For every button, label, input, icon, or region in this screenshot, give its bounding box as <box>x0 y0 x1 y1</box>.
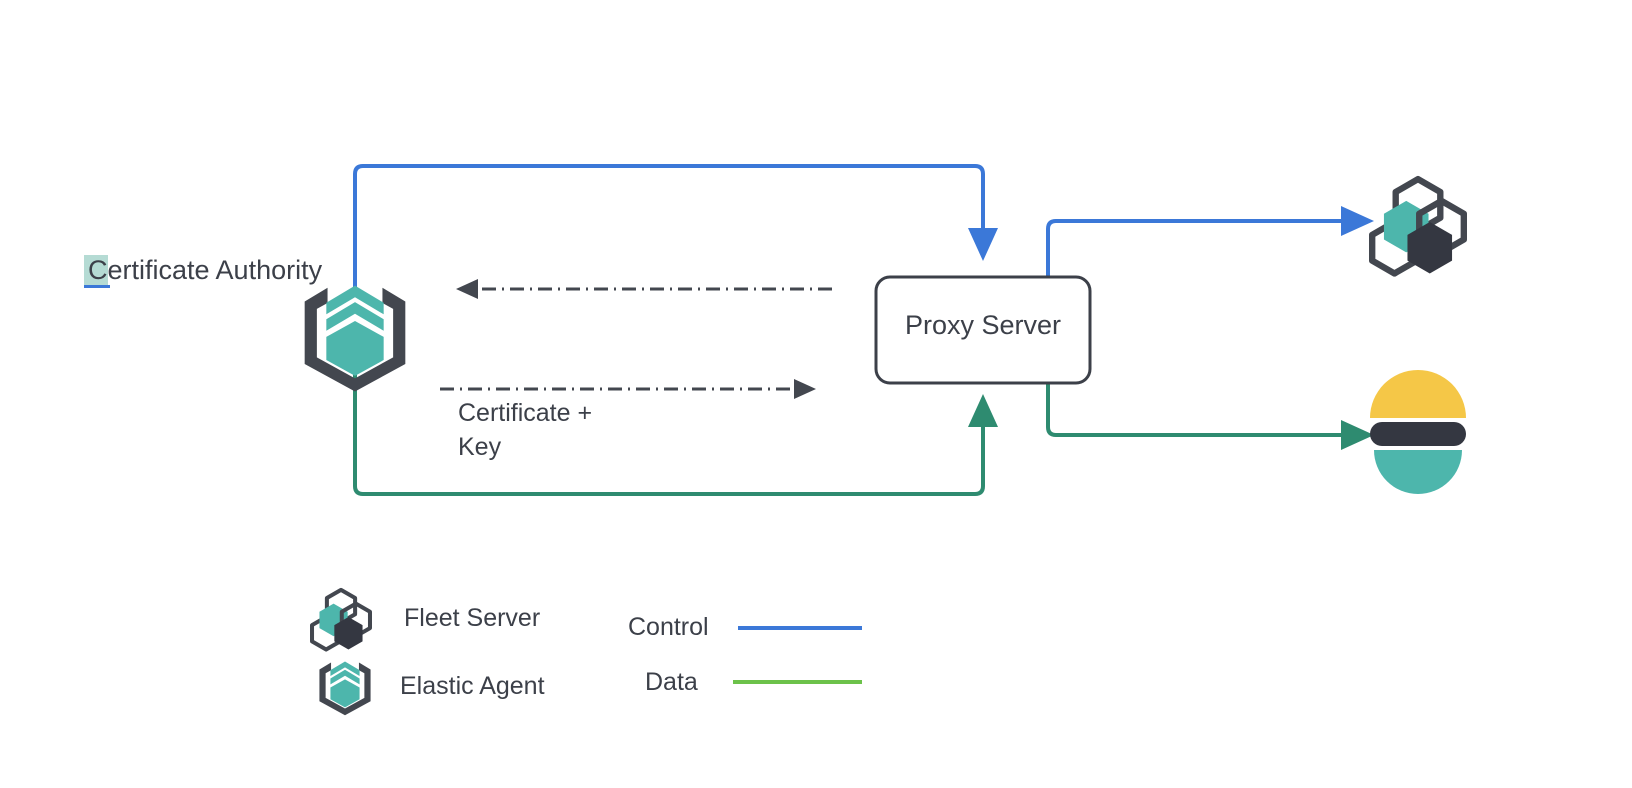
certificate-authority-label: Certificate Authority <box>88 255 323 285</box>
legend-line-label-control: Control <box>628 613 709 641</box>
legend-fleet-server-icon <box>310 587 372 652</box>
certificate-key-line-1: Certificate + <box>458 399 593 427</box>
elasticsearch-icon <box>1370 370 1466 494</box>
edge-control-proxy-to-fleet <box>1046 206 1374 277</box>
certificate-key-line-2: Key <box>458 433 502 461</box>
legend-line-label-data: Data <box>645 668 698 696</box>
legend-item-label-elastic-agent: Elastic Agent <box>400 672 545 700</box>
certificate-key-edge-label: Certificate + Key <box>458 396 592 464</box>
certificate-authority-label-underline <box>84 285 110 288</box>
edge-control-ca-to-proxy <box>353 164 998 295</box>
fleet-server-icon <box>1368 175 1468 277</box>
elastic-agent-icon <box>304 285 406 392</box>
node-proxy-server[interactable] <box>874 275 1092 385</box>
legend-elastic-agent-icon <box>319 661 371 716</box>
edge-data-ca-to-proxy <box>353 372 998 496</box>
legend-item-label-fleet-server: Fleet Server <box>404 604 541 632</box>
certificate-authority-label-highlight <box>84 255 108 287</box>
proxy-server-label: Proxy Server <box>904 310 1062 340</box>
edge-data-proxy-to-elasticsearch <box>1046 383 1374 450</box>
